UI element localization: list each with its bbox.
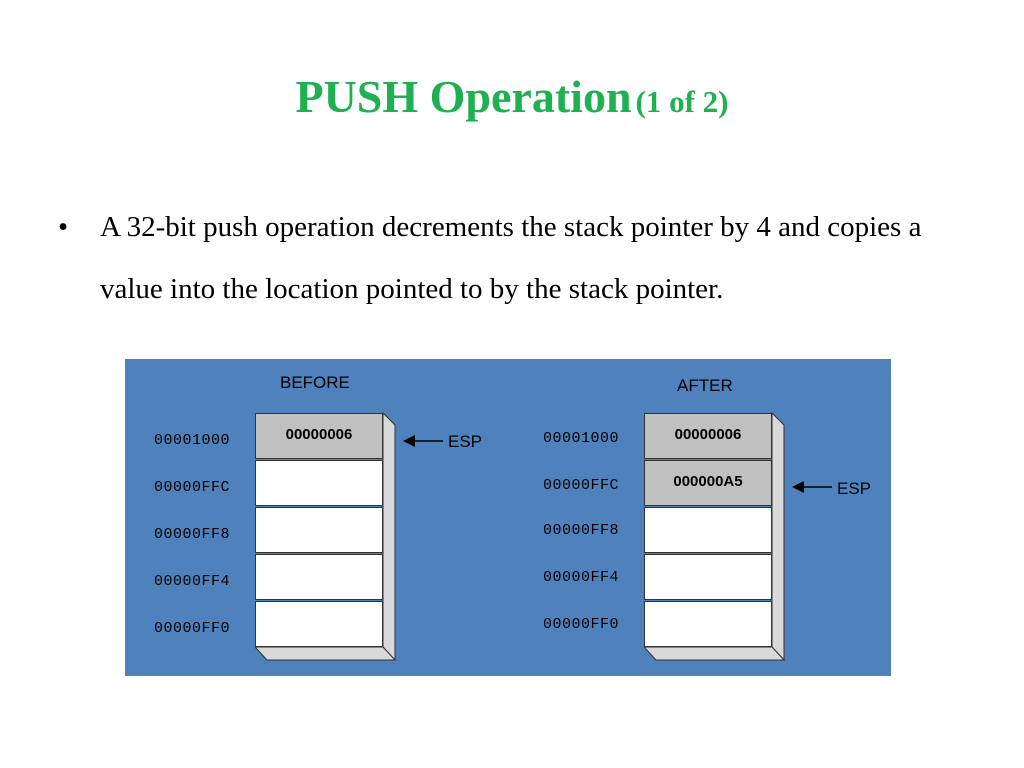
after-address-4: 00000FF0 bbox=[543, 616, 620, 633]
after-address-0: 00001000 bbox=[543, 430, 620, 447]
stack-diagram: BEFORE 00001000 00000006 00000FFC 00000F… bbox=[125, 359, 891, 676]
after-address-2: 00000FF8 bbox=[543, 522, 620, 539]
before-address-1: 00000FFC bbox=[154, 479, 231, 496]
after-stack-depth bbox=[644, 412, 786, 662]
after-cell-0: 00000006 bbox=[644, 413, 772, 459]
before-cell-0: 00000006 bbox=[255, 413, 383, 459]
before-address-2: 00000FF8 bbox=[154, 526, 231, 543]
before-cell-4 bbox=[255, 601, 383, 647]
after-address-1: 00000FFC bbox=[543, 477, 620, 494]
after-cell-1: 000000A5 bbox=[644, 460, 772, 506]
before-address-4: 00000FF0 bbox=[154, 620, 231, 637]
before-esp-arrow-icon bbox=[403, 435, 443, 447]
before-stack-depth bbox=[255, 412, 397, 662]
after-esp-arrow-icon bbox=[792, 481, 832, 493]
before-esp-label: ESP bbox=[448, 432, 483, 451]
before-cell-1 bbox=[255, 460, 383, 506]
before-cell-3 bbox=[255, 554, 383, 600]
before-address-3: 00000FF4 bbox=[154, 573, 231, 590]
after-esp-label: ESP bbox=[837, 479, 872, 498]
slide-title-main: PUSH Operation bbox=[295, 71, 632, 122]
slide-title: PUSH Operation (1 of 2) bbox=[0, 70, 1024, 123]
before-cell-2 bbox=[255, 507, 383, 553]
after-header: AFTER bbox=[677, 376, 733, 395]
after-cell-4 bbox=[644, 601, 772, 647]
after-address-3: 00000FF4 bbox=[543, 569, 620, 586]
after-cell-3 bbox=[644, 554, 772, 600]
before-header: BEFORE bbox=[280, 373, 350, 392]
bullet-text: A 32-bit push operation decrements the s… bbox=[100, 211, 922, 305]
after-cell-2 bbox=[644, 507, 772, 553]
bullet-dot: • bbox=[58, 211, 69, 243]
slide-title-sub: (1 of 2) bbox=[635, 84, 729, 119]
before-address-0: 00001000 bbox=[154, 432, 231, 449]
